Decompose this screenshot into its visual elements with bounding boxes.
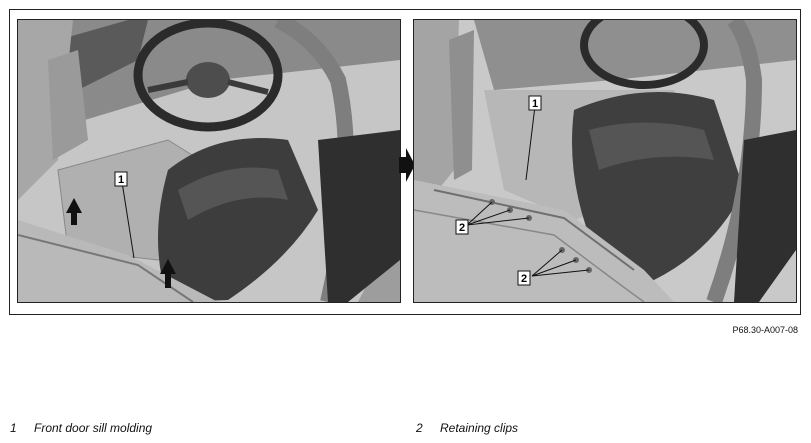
legend-text: Retaining clips (440, 421, 519, 435)
legend-number: 2 (416, 421, 423, 435)
up-arrow-icon (66, 198, 82, 225)
illustration-panel-right: 1 2 2 (413, 19, 797, 303)
callout-2-lower: 2 (521, 273, 527, 285)
legend-number: 1 (10, 421, 17, 435)
legend-item-1: 1 Front door sill molding (10, 421, 152, 435)
illustration-frame: 1 (9, 9, 801, 315)
legend-text: Front door sill molding (34, 421, 153, 435)
legend-item-2: 2 Retaining clips (416, 421, 518, 435)
callout-2-upper: 2 (459, 222, 465, 234)
callout-1-right: 1 (532, 98, 538, 110)
figure-code: P68.30-A007-08 (732, 325, 798, 335)
up-arrow-icon (160, 259, 176, 288)
next-step-arrow-icon (399, 148, 415, 182)
car-interior-right-drawing: 1 2 2 (414, 20, 796, 302)
illustration-panel-left: 1 (17, 19, 401, 303)
car-interior-left-drawing: 1 (18, 20, 400, 302)
callout-1-left: 1 (118, 174, 124, 186)
